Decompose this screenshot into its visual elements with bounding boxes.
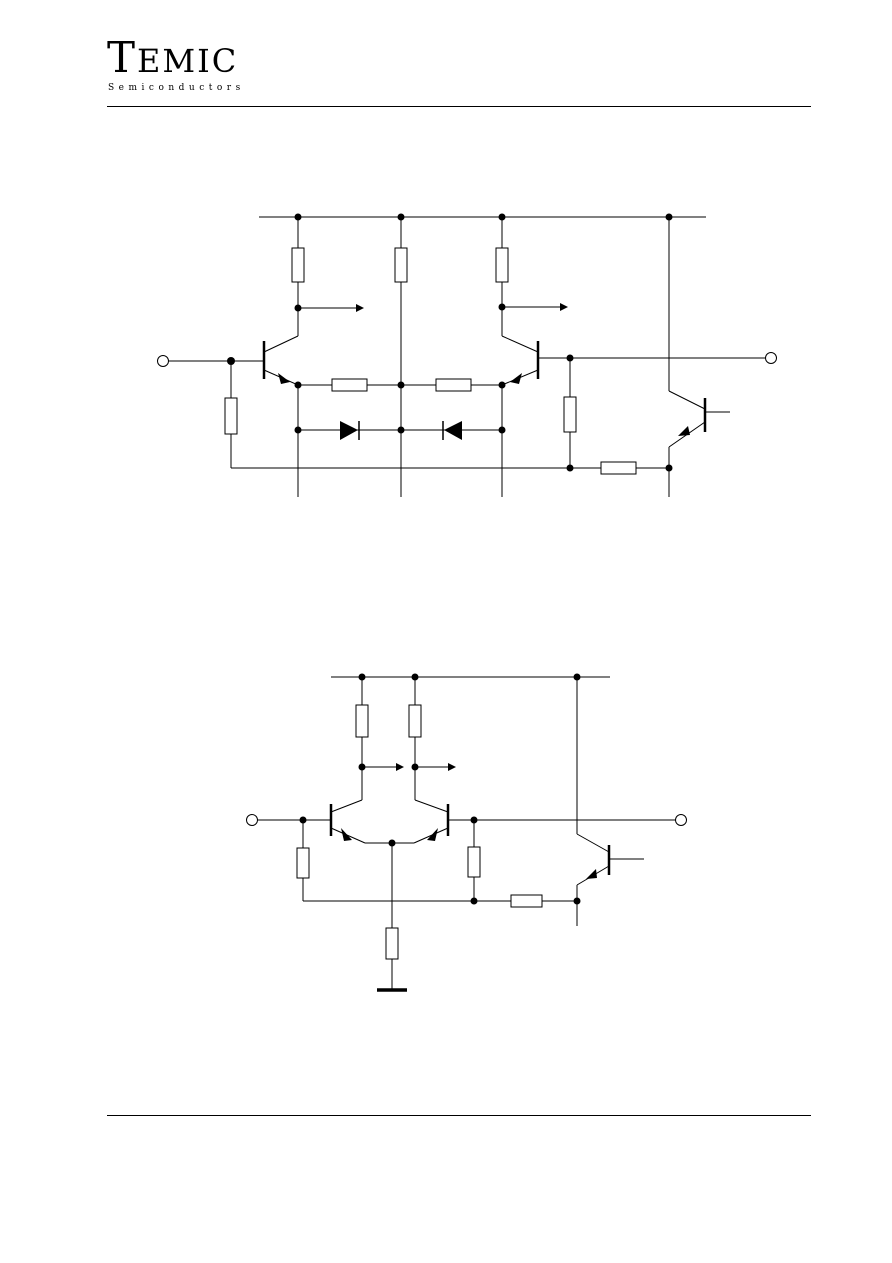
resistor-r13 xyxy=(510,894,543,908)
resistor-r9 xyxy=(355,704,369,738)
emitter-arrow-left-2 xyxy=(341,828,352,841)
footer-rule xyxy=(107,1115,811,1116)
input-terminal-right xyxy=(765,352,777,364)
junction-dots-1 xyxy=(227,213,673,472)
brand-first-letter: T xyxy=(107,33,138,82)
temic-logo: TEMIC Semiconductors xyxy=(107,37,245,94)
diode-left xyxy=(340,421,360,440)
resistor-r10 xyxy=(408,704,422,738)
brand-rest: EMIC xyxy=(137,42,239,80)
brand-subtitle: Semiconductors xyxy=(108,83,245,93)
junction-dots-2 xyxy=(299,673,581,905)
input-terminal-left xyxy=(157,355,169,367)
brand-name: TEMIC xyxy=(107,37,245,81)
diode-right xyxy=(442,421,462,440)
resistor-r12 xyxy=(467,846,481,878)
input-terminal-right-2 xyxy=(675,814,687,826)
emitter-arrow-right xyxy=(510,373,522,384)
emitter-arrow-left xyxy=(278,373,290,384)
resistor-r11 xyxy=(296,847,310,879)
input-terminal-left-2 xyxy=(246,814,258,826)
emitter-arrow-output-2 xyxy=(586,869,597,879)
emitter-arrow-right-2 xyxy=(427,828,438,841)
resistor-tail xyxy=(385,927,399,960)
header-rule xyxy=(107,106,811,107)
emitter-arrow-output xyxy=(678,426,690,436)
